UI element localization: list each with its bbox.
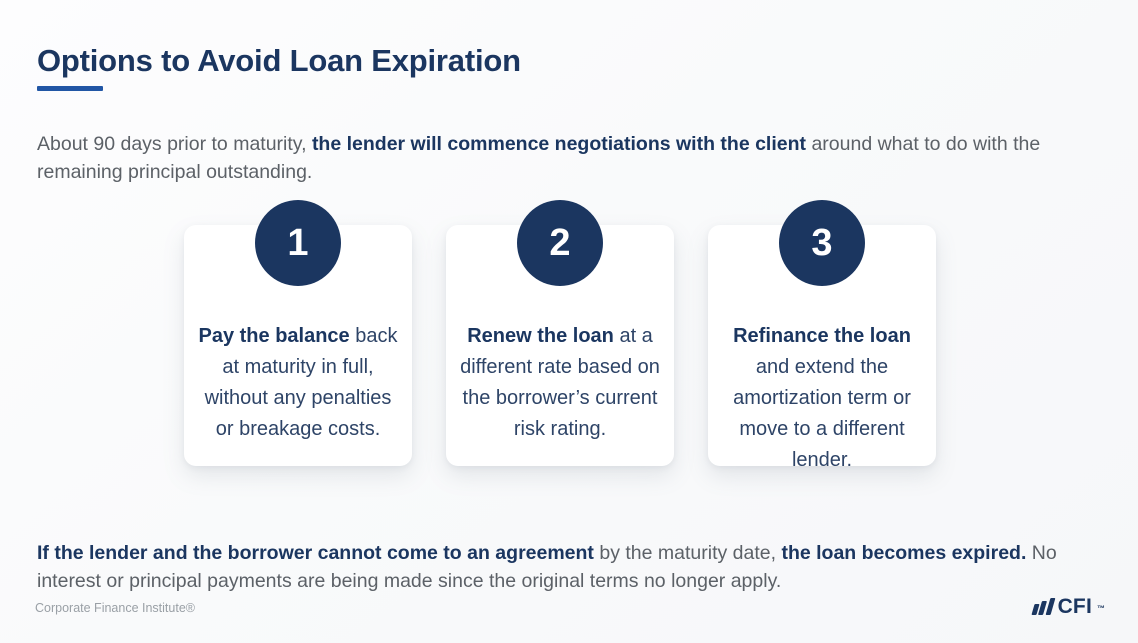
intro-bold-emphasis: the lender will commence negotiations wi… — [311, 132, 807, 155]
outro-paragraph: If the lender and the borrower cannot co… — [37, 539, 1102, 595]
trademark-symbol: ™ — [1097, 604, 1105, 613]
option-card-2[interactable]: 2 Renew the loan at a different rate bas… — [446, 200, 674, 466]
outro-text-mid: by the maturity date, — [593, 541, 782, 564]
outro-bold-emphasis-2: the loan becomes expired. — [781, 541, 1027, 564]
option-card-3[interactable]: 3 Refinance the loan and extend the amor… — [708, 200, 936, 471]
intro-paragraph: About 90 days prior to maturity, the len… — [37, 130, 1099, 186]
cfi-logo-wordmark: CFI — [1057, 595, 1092, 618]
footer-credit-text: Corporate Finance Institute® — [35, 601, 195, 615]
option-number-badge-1: 1 — [255, 200, 341, 286]
option-card-heading-2: Renew the loan — [467, 325, 614, 347]
outro-text-rest: No interest or principal payments are be… — [37, 541, 1057, 592]
outro-bold-emphasis-1: If the lender and the borrower cannot co… — [37, 541, 594, 564]
option-card-body-2: at a different rate based on the borrowe… — [460, 325, 660, 440]
option-number-badge-3: 3 — [779, 200, 865, 286]
title-underline-accent — [37, 86, 103, 91]
page-title: Options to Avoid Loan Expiration — [37, 43, 521, 78]
cfi-logo: CFI ™ — [1030, 595, 1105, 618]
option-card-body-1: back at maturity in full, without any pe… — [204, 325, 398, 440]
option-card-text-1: Pay the balance back at maturity in full… — [198, 321, 398, 445]
option-card-heading-3: Refinance the loan — [733, 325, 911, 347]
options-card-row: 1 Pay the balance back at maturity in fu… — [184, 200, 936, 471]
intro-text-part1: About 90 days prior to maturity, — [37, 132, 312, 155]
option-card-1[interactable]: 1 Pay the balance back at maturity in fu… — [184, 200, 412, 466]
intro-text-part2: around what to do with the remaining pri… — [37, 132, 1041, 183]
option-card-text-3: Refinance the loan and extend the amorti… — [722, 321, 922, 476]
option-card-heading-1: Pay the balance — [198, 325, 350, 347]
option-card-body-3: and extend the amortization term or move… — [733, 356, 911, 471]
option-number-badge-2: 2 — [517, 200, 603, 286]
cfi-bars-logo-icon — [1030, 598, 1055, 615]
option-card-text-2: Renew the loan at a different rate based… — [460, 321, 660, 445]
page-title-block: Options to Avoid Loan Expiration — [37, 42, 521, 91]
